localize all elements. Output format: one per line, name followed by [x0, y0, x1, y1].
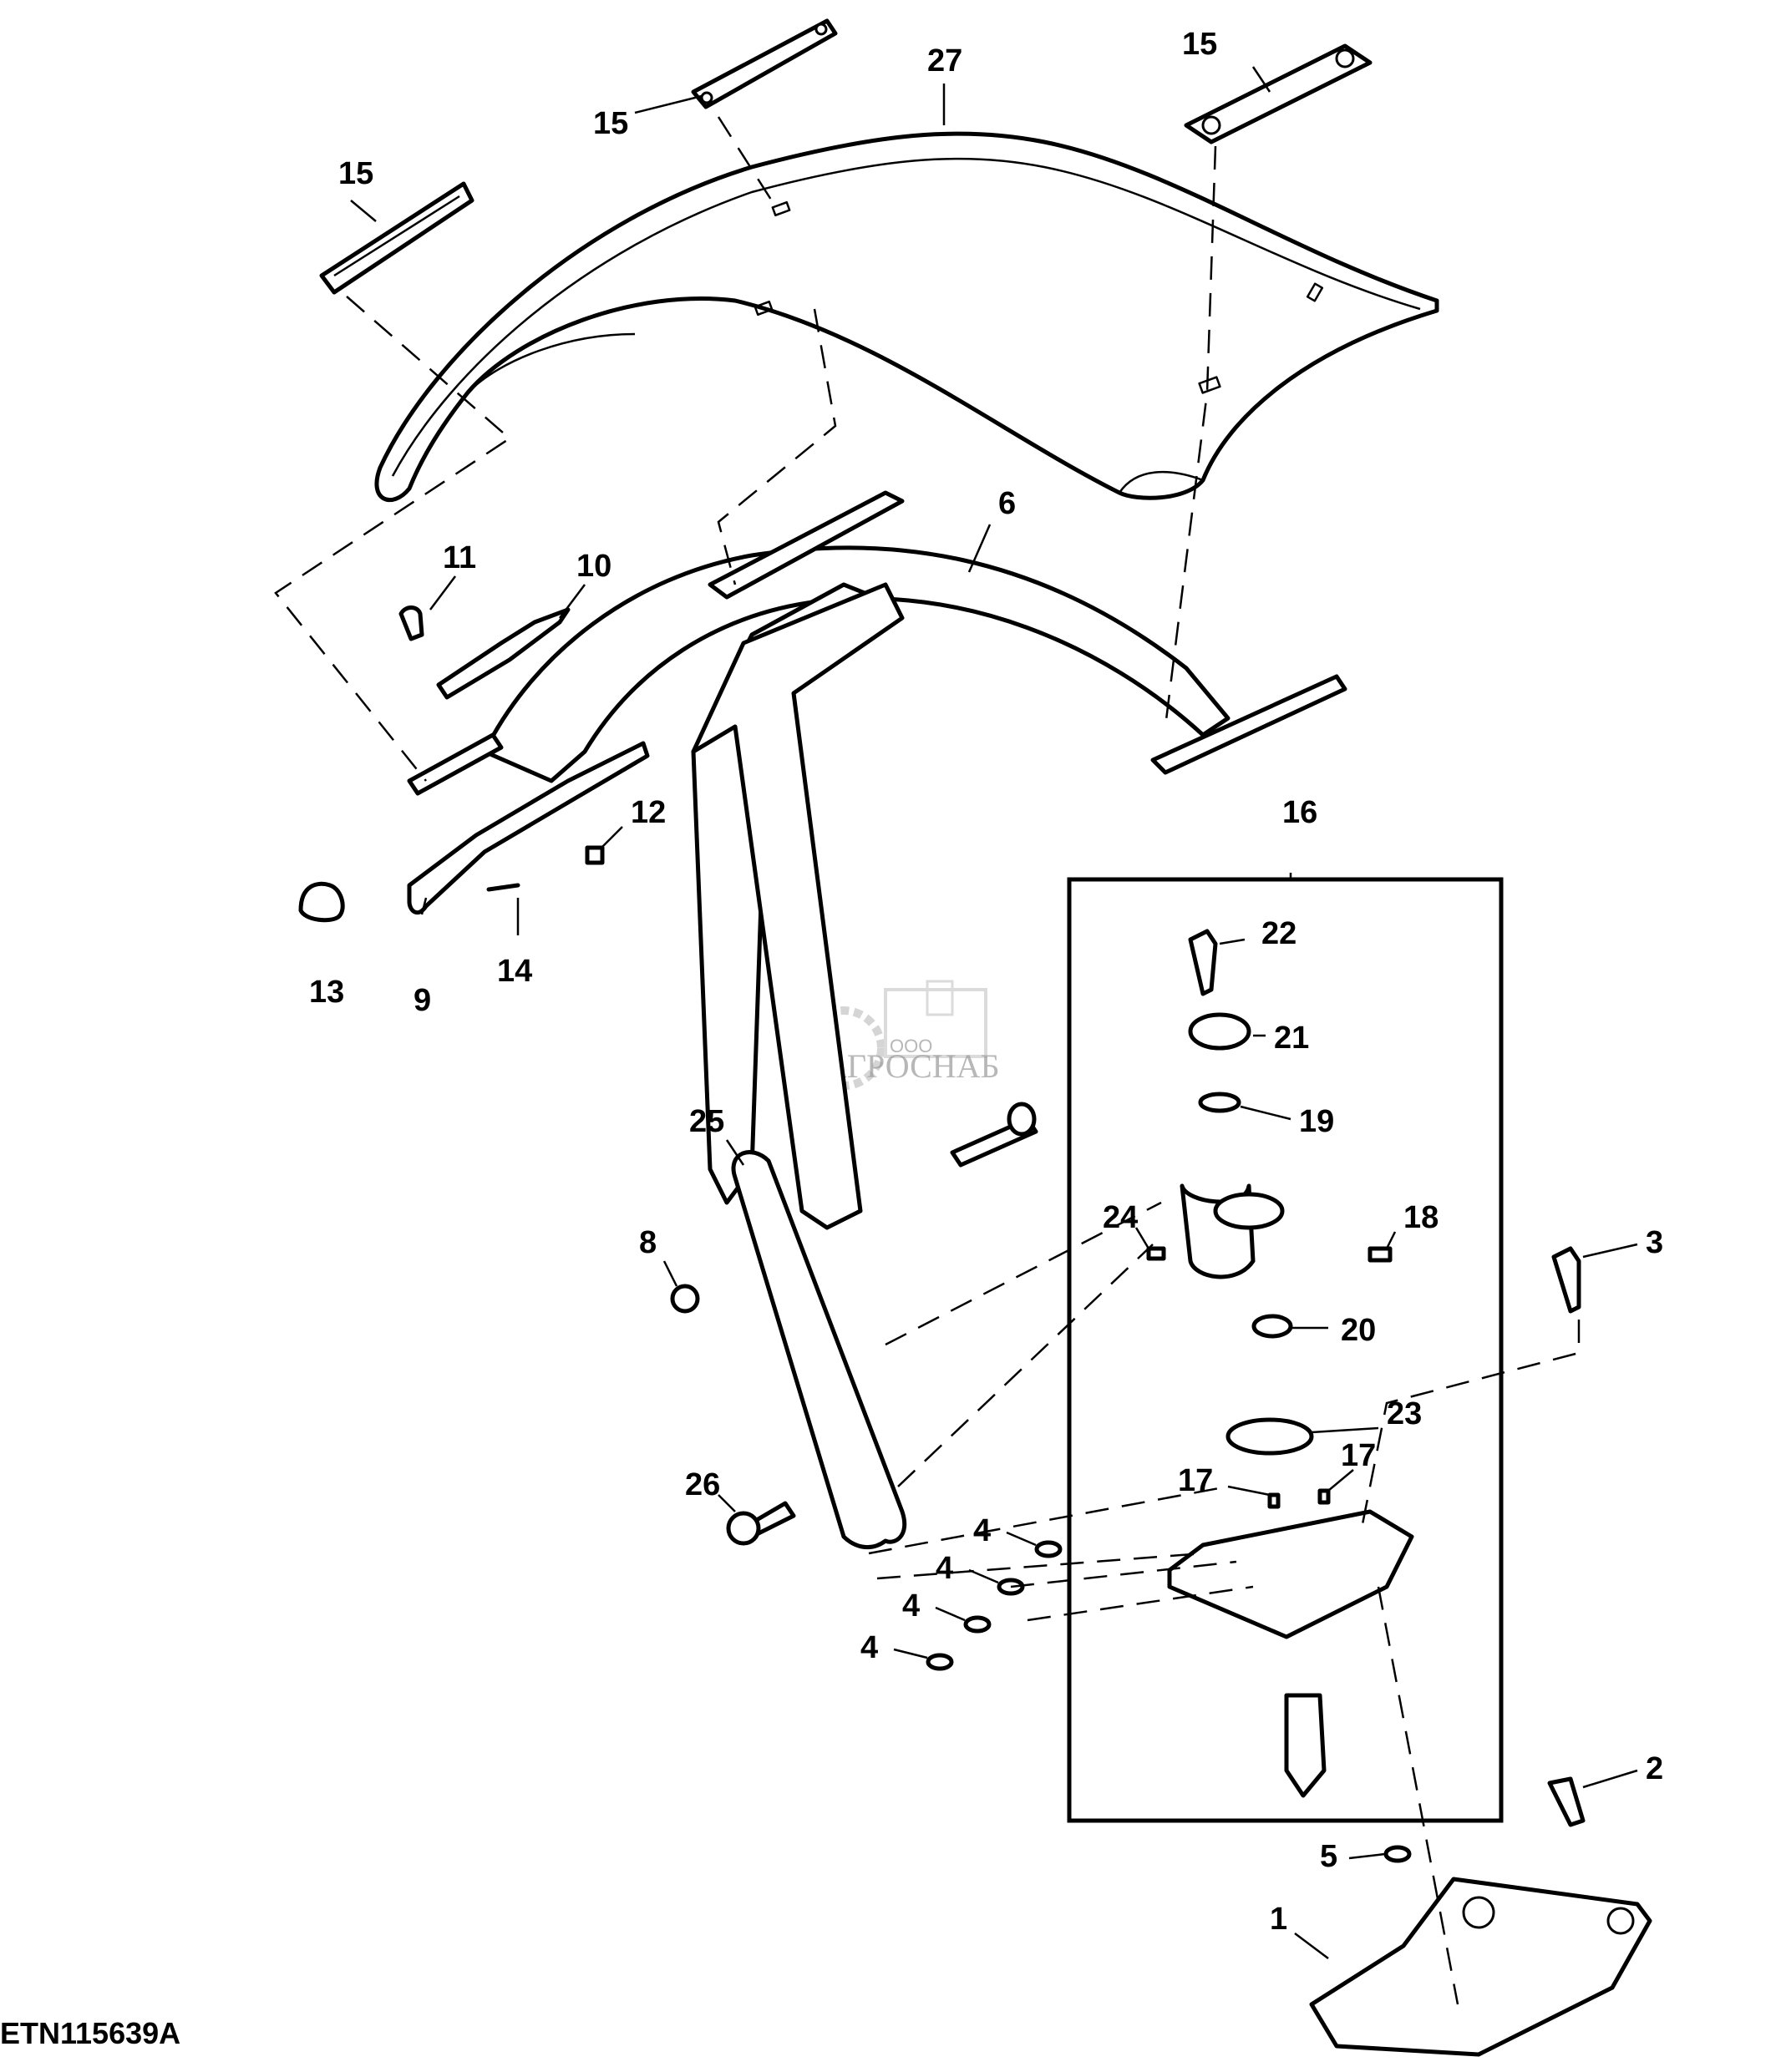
callout-8: 8 — [639, 1225, 657, 1260]
part-clip-top-right — [1184, 43, 1373, 144]
part-strap-right — [1150, 674, 1347, 775]
callout-4: 4 — [973, 1513, 991, 1548]
figure-id: ETN115639A — [0, 2016, 180, 2050]
part-link-25 — [731, 1150, 907, 1550]
callout-21: 21 — [1274, 1021, 1309, 1056]
part-screw-14 — [486, 883, 520, 892]
part-plate — [1167, 1509, 1414, 1639]
part-plug-4a — [1034, 1540, 1063, 1558]
part-bracket-10 — [436, 607, 571, 700]
callout-labels: 27 15 15 15 6 11 10 12 13 9 14 16 22 21 … — [309, 27, 1663, 1937]
callout-17: 17 — [1341, 1438, 1376, 1473]
part-nut-8 — [670, 1284, 700, 1314]
leader-lines — [350, 66, 1638, 1959]
callout-2: 2 — [1646, 1751, 1663, 1786]
part-upright-bar — [691, 582, 905, 1230]
callout-17: 17 — [1178, 1463, 1213, 1498]
callout-4: 4 — [860, 1630, 878, 1665]
part-bolt-26 — [726, 1501, 796, 1546]
part-bolt — [950, 1102, 1038, 1168]
part-nut-12 — [585, 845, 605, 865]
callout-16: 16 — [1282, 795, 1317, 830]
part-cap-13 — [298, 881, 345, 923]
callout-1: 1 — [1270, 1902, 1287, 1937]
part-pin — [1284, 1693, 1327, 1798]
part-bushing-21 — [1188, 1012, 1251, 1051]
part-clip-left — [319, 181, 474, 295]
callout-15: 15 — [593, 106, 628, 141]
callout-18: 18 — [1403, 1200, 1439, 1235]
callout-10: 10 — [576, 549, 611, 584]
callout-15: 15 — [338, 156, 373, 191]
assembly-lines — [274, 116, 1581, 2005]
callout-20: 20 — [1341, 1313, 1376, 1348]
callout-13: 13 — [309, 975, 344, 1010]
assembly-box-16 — [1067, 877, 1504, 1823]
part-pin-17a — [1267, 1492, 1281, 1509]
callout-22: 22 — [1261, 916, 1296, 951]
callout-6: 6 — [998, 486, 1016, 521]
callout-14: 14 — [497, 954, 532, 989]
part-pin-17b — [1317, 1488, 1331, 1505]
callout-4: 4 — [902, 1588, 920, 1624]
part-spring-20 — [1251, 1314, 1293, 1339]
part-plug-5 — [1383, 1845, 1412, 1863]
watermark-prefix: ООО — [890, 1036, 932, 1056]
part-bolt-22 — [1188, 929, 1218, 996]
callout-11: 11 — [443, 540, 476, 575]
part-bolt-11 — [398, 605, 424, 641]
part-pin-24 — [1146, 1246, 1166, 1261]
callout-9: 9 — [414, 983, 431, 1018]
part-strap-left — [407, 732, 504, 796]
callout-19: 19 — [1299, 1104, 1334, 1139]
callout-25: 25 — [689, 1104, 724, 1139]
part-plug-4c — [963, 1615, 992, 1634]
part-fender — [374, 131, 1439, 503]
part-plug-4d — [926, 1653, 954, 1671]
part-ring-23 — [1225, 1417, 1314, 1456]
part-clip-top-center — [691, 18, 838, 109]
part-oring-19 — [1198, 1092, 1241, 1113]
part-screw-18 — [1368, 1246, 1393, 1263]
part-strap-top — [708, 490, 905, 600]
callout-3: 3 — [1646, 1225, 1663, 1260]
part-bolt-3 — [1551, 1246, 1581, 1314]
watermark-text: АГРОСНАБ — [823, 1047, 1000, 1085]
callout-15: 15 — [1182, 27, 1217, 62]
part-housing — [1180, 1183, 1285, 1279]
callout-4: 4 — [936, 1551, 953, 1586]
callout-5: 5 — [1320, 1839, 1337, 1874]
part-bolt-2 — [1547, 1776, 1586, 1827]
callout-27: 27 — [927, 43, 962, 79]
callout-23: 23 — [1387, 1396, 1422, 1431]
callout-24: 24 — [1103, 1200, 1138, 1235]
part-base-1 — [1309, 1877, 1652, 2057]
callout-26: 26 — [685, 1467, 720, 1502]
callout-12: 12 — [631, 795, 666, 830]
